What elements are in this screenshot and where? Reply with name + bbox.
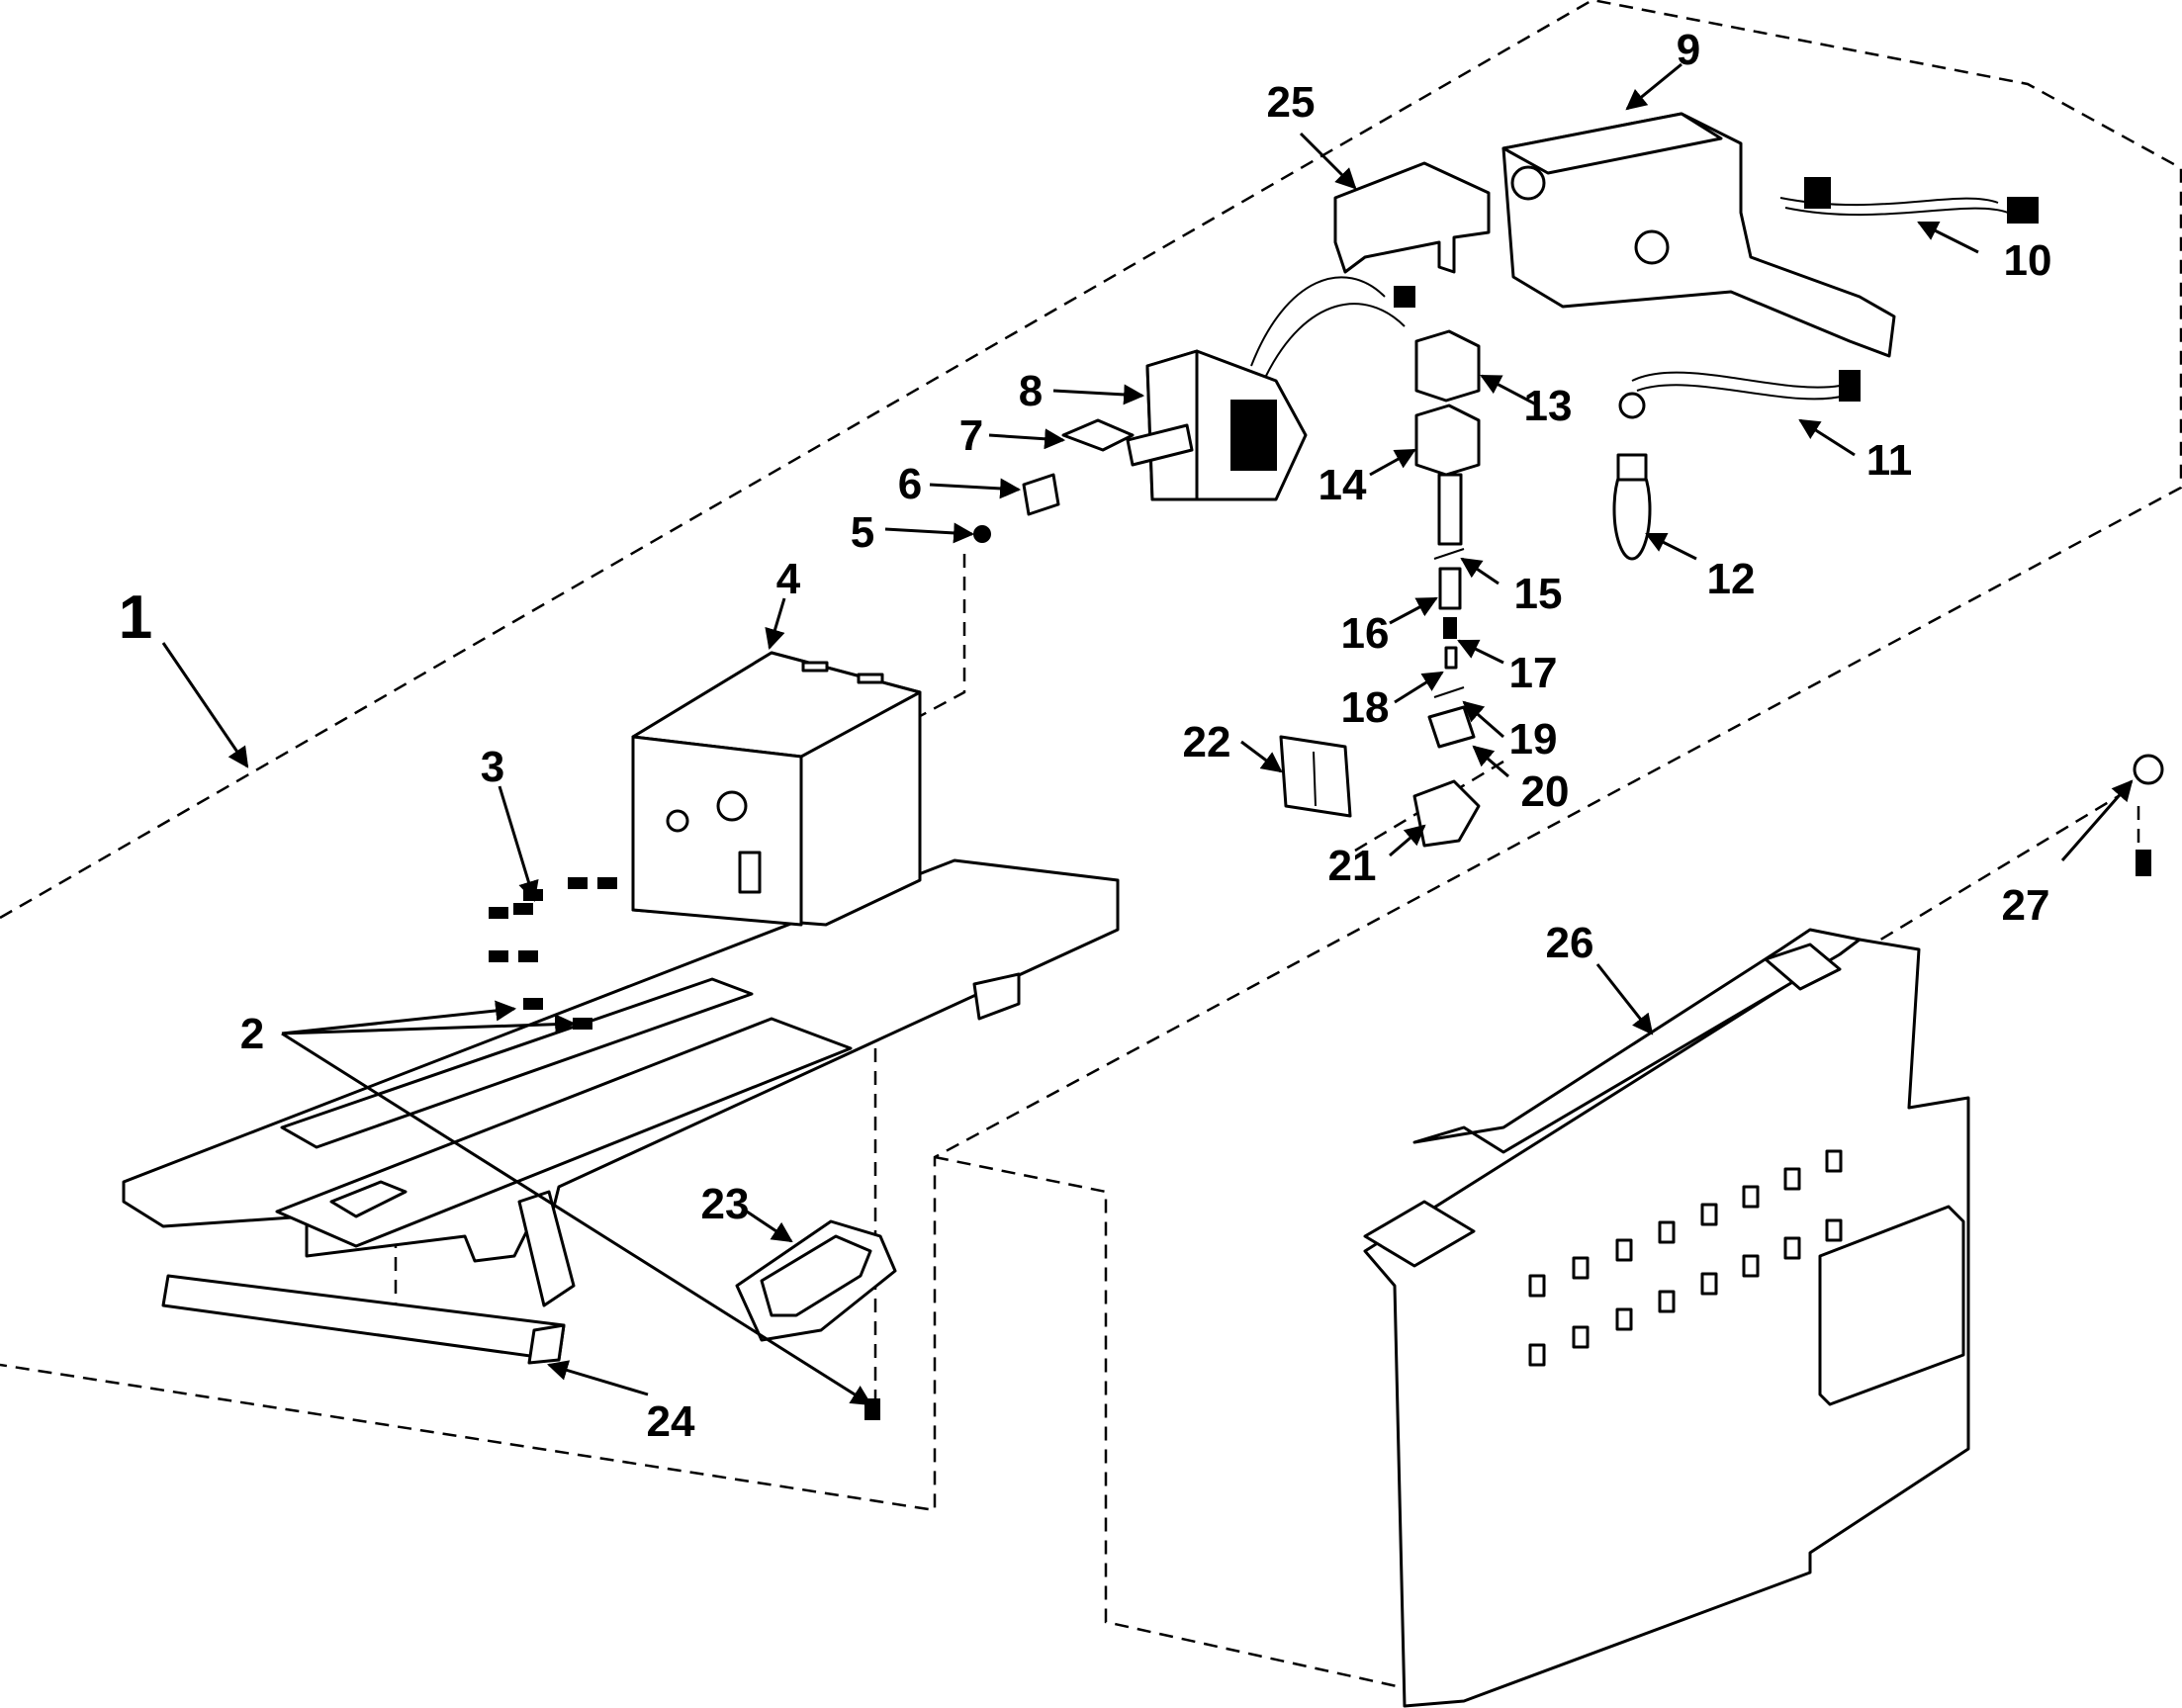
callout-17: 17	[1509, 649, 1558, 697]
callout-13: 13	[1524, 382, 1573, 430]
callout-12: 12	[1707, 555, 1756, 603]
callout-19: 19	[1509, 715, 1558, 764]
cover-vent-slots	[1528, 1149, 1843, 1367]
part-9-housing	[1501, 112, 1896, 358]
callout-20: 20	[1521, 767, 1570, 816]
callout-9: 9	[1677, 26, 1700, 74]
part-1-base-frame	[122, 858, 1120, 1307]
leader-lines	[161, 62, 2134, 1406]
callout-22: 22	[1183, 718, 1231, 766]
callout-27: 27	[2002, 881, 2050, 930]
callout-11: 11	[1866, 436, 1913, 485]
small-parts-stack	[1412, 329, 1481, 848]
callout-3: 3	[481, 743, 504, 791]
callout-14: 14	[1318, 461, 1367, 509]
part-23-tray	[735, 1219, 897, 1342]
screws-2-3	[489, 877, 880, 1420]
callout-23: 23	[701, 1180, 750, 1228]
callout-18: 18	[1341, 683, 1390, 732]
callout-1: 1	[119, 584, 152, 652]
callout-21: 21	[1328, 842, 1377, 890]
callout-15: 15	[1514, 570, 1563, 618]
part-25-shield	[1333, 161, 1491, 274]
parts-5-6-7	[973, 418, 1135, 543]
callout-7: 7	[959, 411, 983, 460]
callout-2: 2	[240, 1010, 264, 1058]
part-24-rail	[161, 1274, 566, 1365]
callout-24: 24	[647, 1397, 695, 1446]
part-12-lamp	[1612, 453, 1652, 561]
part-4-motor-housing	[631, 651, 922, 927]
part-26-cover-panel	[1363, 928, 1970, 1708]
callout-4: 4	[776, 555, 801, 603]
callout-10: 10	[2004, 236, 2052, 285]
part-22-plate	[1279, 735, 1352, 818]
callout-6: 6	[898, 460, 922, 508]
callout-25: 25	[1267, 78, 1316, 127]
part-10-harness	[1779, 177, 2039, 224]
part-11-harness	[1618, 370, 1861, 419]
callout-8: 8	[1019, 367, 1043, 415]
callout-5: 5	[851, 508, 874, 557]
callout-labels: 1 2 3 4 5 6 7 8 9 10 11 12 13 14 15 16 1…	[119, 26, 2052, 1446]
part-8-motor	[1126, 276, 1415, 501]
part-27-screw	[2133, 754, 2164, 876]
callout-16: 16	[1341, 609, 1390, 658]
callout-26: 26	[1546, 919, 1594, 967]
